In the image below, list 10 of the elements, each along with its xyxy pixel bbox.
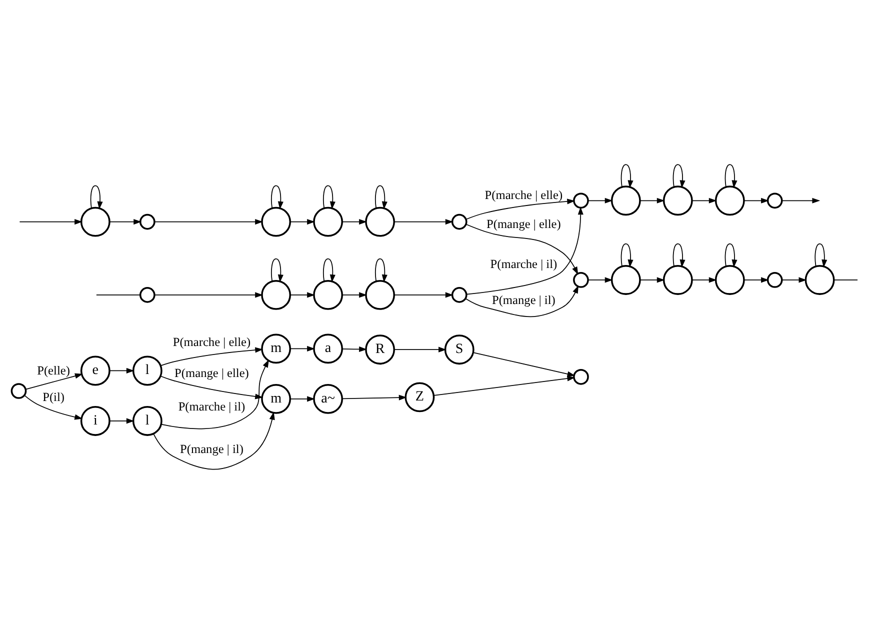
edge-label: P(marche | il) [178,399,246,414]
edge-label: P(marche | il) [490,256,558,270]
edge-label: P(mange | il) [180,441,244,456]
edge-label: P(elle) [37,362,70,377]
edge-label: P(marche | elle) [172,334,251,349]
edge-label: P(mange | elle) [486,216,561,231]
edge-label: P(mange | il) [492,292,556,306]
edge-label: P(il) [42,389,65,404]
edge-label: P(marche | elle) [484,188,563,202]
edge-label: P(mange | elle) [174,366,249,380]
